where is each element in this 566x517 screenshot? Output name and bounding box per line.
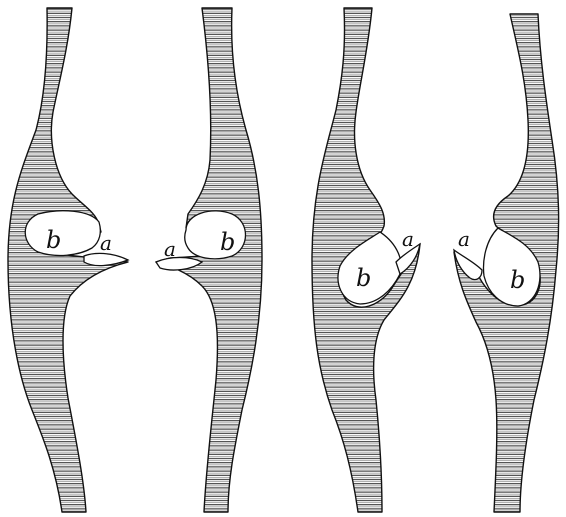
label-a-4: a xyxy=(458,227,470,251)
label-b-4: b xyxy=(510,266,525,294)
label-a-2: a xyxy=(164,237,176,261)
label-b-3: b xyxy=(356,264,371,292)
wall-2-left xyxy=(312,8,420,512)
label-b-2: b xyxy=(220,228,235,256)
wall-1-left xyxy=(8,8,128,512)
label-a-1: a xyxy=(100,231,112,255)
wall-2-right xyxy=(454,14,559,512)
cavity-b-2 xyxy=(185,211,246,259)
cavity-b-1 xyxy=(25,211,100,256)
label-a-3: a xyxy=(402,227,414,251)
label-b-1: b xyxy=(46,226,61,254)
